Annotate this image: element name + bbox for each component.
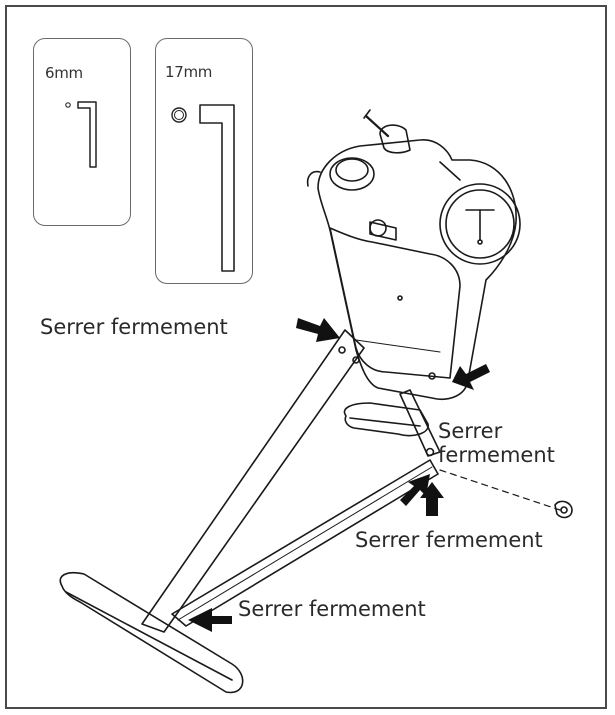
arrow-icon [452, 364, 490, 390]
lower-crossbar [171, 459, 439, 627]
callout-tighten-top: Serrer fermement [40, 315, 228, 339]
callout-tighten-foot: Serrer fermement [238, 597, 426, 621]
arrow-icon [296, 318, 340, 342]
arrow-group [188, 318, 490, 632]
tool-card-6mm: 6mm [33, 38, 131, 226]
callout-tighten-post: Serrer fermement [438, 419, 555, 467]
arrow-icon [188, 608, 232, 632]
arrow-icon [420, 482, 444, 516]
front-stabilizer [59, 571, 244, 694]
tool-card-17mm: 17mm [155, 38, 253, 284]
callout-tighten-crossbar: Serrer fermement [355, 528, 543, 552]
down-tube [141, 329, 365, 633]
rear-stabilizer [343, 402, 429, 437]
hex-key-icon [65, 101, 97, 168]
tool-size-label: 6mm [45, 64, 83, 82]
spanner-icon [171, 104, 235, 272]
frame-housing [317, 139, 517, 400]
tool-size-label: 17mm [165, 63, 213, 81]
arrow-icon [400, 474, 430, 506]
